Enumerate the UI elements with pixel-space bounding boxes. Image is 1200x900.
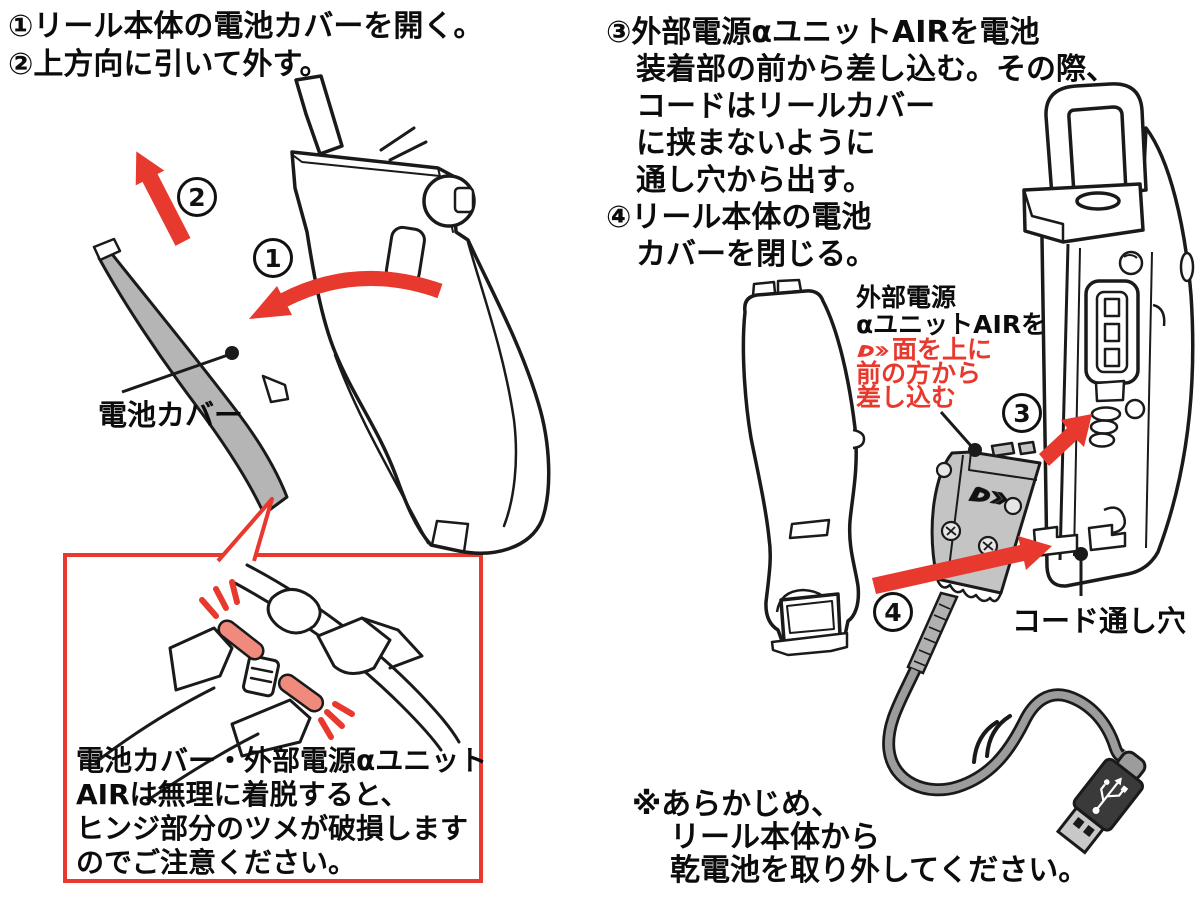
unit-label-red-line: 差し込む [856,383,957,412]
warning-line: AIRは無理に着脱すると、 [76,778,409,811]
battery-cover-leader [121,346,239,394]
power-unit-air [930,440,1042,603]
cord-hole-leader [1074,547,1088,596]
daiwa-logo-icon [857,344,889,358]
step-line: 通し穴から出す。 [636,163,873,198]
step-marker-3: 3 [1002,393,1042,433]
step-line: ②上方向に引いて外す。 [8,47,330,82]
step-line: コードはリールカバー [636,89,936,124]
battery-cover-open [92,237,290,516]
unit-label-line: 外部電源 [856,283,957,312]
warning-pointer [216,497,274,563]
step-line: ③外部電源αユニットAIRを電池 [606,15,1040,50]
step-marker-4: 4 [873,592,913,632]
left-steps: ①リール本体の電池カバーを開く。 ②上方向に引いて外す。 [8,8,483,84]
daiwa-logo-icon [968,485,1009,508]
step1-arrow [249,271,443,319]
warning-text: 電池カバー・外部電源αユニット AIRは無理に着脱すると、 ヒンジ部分のツメが破… [76,744,487,880]
step-marker-2: 2 [177,177,217,217]
step-line: カバーを閉じる。 [636,237,876,272]
step-marker-1: 1 [253,238,293,278]
step-line: ④リール本体の電池 [606,200,872,235]
unit-insert-label: 外部電源 αユニットAIRを 面を上に 前の方から 差し込む [856,284,1046,410]
step-line: ①リール本体の電池カバーを開く。 [8,9,484,44]
usb-trident-icon [1092,777,1129,814]
step3-arrow [1039,414,1092,466]
warning-line: ヒンジ部分のツメが破損します [76,812,469,845]
unit-label-red-text: 面を上に [892,335,993,364]
step-line: に挟まないように [636,126,876,161]
unit-label-line: αユニットAIRを [856,310,1047,339]
precaution-note: ※あらかじめ、 リール本体から 乾電池を取り外してください。 [632,788,1088,887]
warning-line: 電池カバー・外部電源αユニット [76,744,488,777]
battery-cover-label: 電池カバー [98,398,244,432]
warning-line: のでご注意ください。 [76,846,357,879]
right-steps: ③外部電源αユニットAIRを電池 装着部の前から差し込む。その際、 コードはリー… [606,14,1116,273]
unit-label-leader [939,411,982,457]
step4-arrow [872,536,1052,594]
note-line: リール本体から [670,820,880,855]
unit-label-red-line: 面を上に [856,335,1046,364]
reel-side-view [290,74,551,555]
step-line: 装着部の前から差し込む。その際、 [636,52,1116,87]
note-line: ※あらかじめ、 [632,787,842,822]
battery-cover-closed [741,278,866,657]
note-line: 乾電池を取り外してください。 [670,853,1089,888]
unit-label-red-line: 前の方から [856,359,982,388]
cord-hole-label: コード通し穴 [1012,604,1187,638]
